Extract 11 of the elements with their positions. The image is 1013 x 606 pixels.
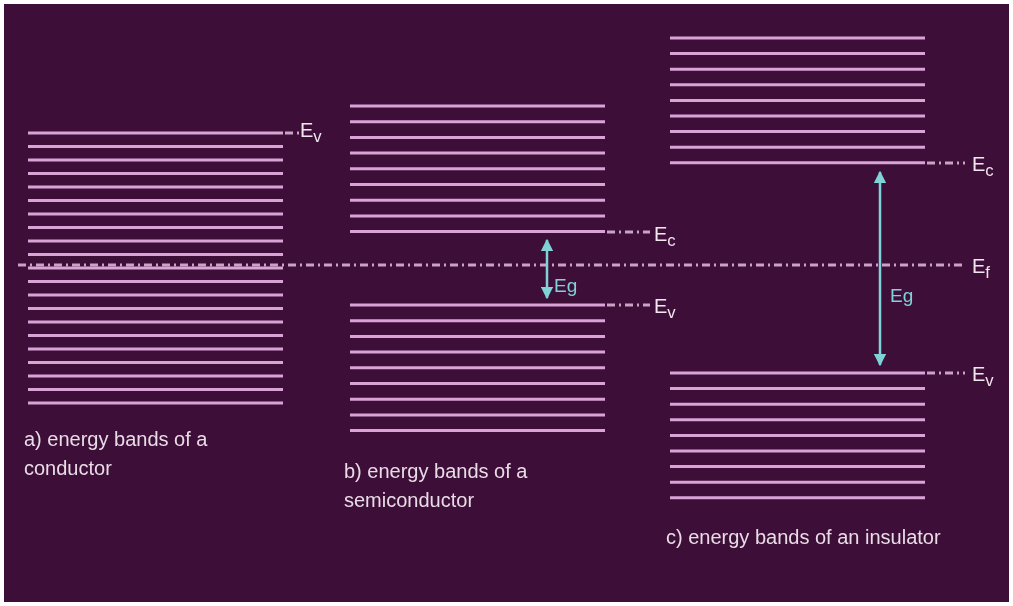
panel-caption: c) energy bands of an insulator: [666, 525, 942, 550]
panel-caption: b) energy bands of a semiconductor: [344, 459, 529, 513]
energy-level-symbol: E$_{v}$: [300, 118, 323, 148]
energy-level-symbol: E$_{c}$: [654, 222, 677, 252]
energy-level-symbol: E$_{c}$: [972, 152, 995, 182]
band-gap-label: Eg: [890, 284, 915, 308]
panel-caption: a) energy bands of a conductor: [24, 427, 209, 481]
energy-level-symbol: E$_{v}$: [972, 362, 995, 392]
band-gap-label: Eg: [554, 274, 579, 298]
energy-level-symbol: E$_{v}$: [654, 294, 677, 324]
energy-level-symbol: E$_{f}$: [972, 254, 991, 284]
